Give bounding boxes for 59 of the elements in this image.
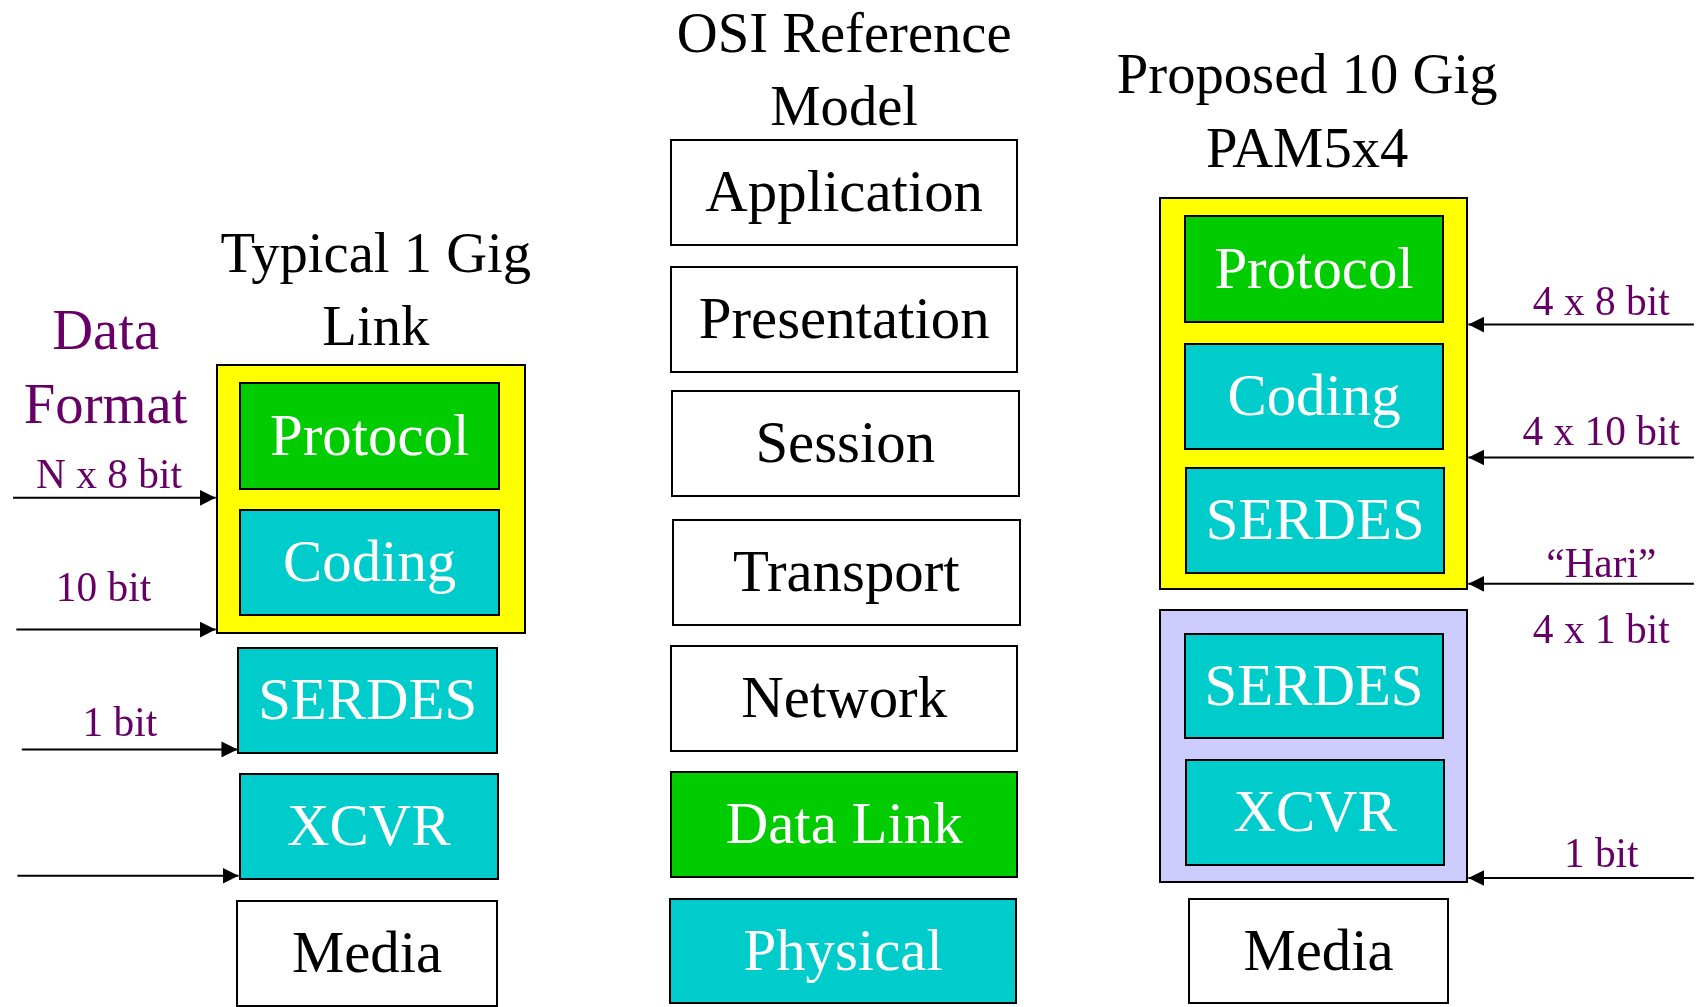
layer-box: [1183, 342, 1445, 450]
layer-box: [1184, 759, 1446, 866]
layer-box: [1184, 467, 1446, 574]
layer-label: Coding: [1227, 366, 1401, 426]
layer-box: [1183, 215, 1445, 324]
layer-label: Session: [755, 413, 936, 473]
edge-label: 1 bit: [1563, 829, 1639, 879]
layer-label: XCVR: [1233, 783, 1397, 842]
arrow: [15, 621, 217, 638]
arrow: [1467, 869, 1695, 886]
layer-box: [669, 771, 1019, 878]
layer-label: Media: [291, 923, 443, 983]
arrow: [12, 489, 217, 506]
edge-label: “Hari”: [1546, 539, 1657, 589]
layer-label: SERDES: [1205, 491, 1425, 550]
arrow: [16, 867, 240, 884]
arrow: [1467, 316, 1695, 333]
edge-label: N x 8 bit: [35, 450, 182, 499]
layer-box: [239, 508, 500, 617]
group-panel: [1159, 197, 1469, 591]
column-heading: OSI Reference Model: [675, 1, 1013, 140]
layer-label: Network: [741, 668, 948, 728]
edge-label: 4 x 10 bit: [1522, 407, 1680, 457]
edge-label: 10 bit: [55, 563, 152, 613]
layer-label: SERDES: [1204, 656, 1424, 716]
edge-label: 1 bit: [82, 698, 158, 748]
layer-box: [1183, 632, 1445, 740]
layer-label: Coding: [283, 533, 457, 592]
bit-width-label: 4 x 1 bit: [1531, 604, 1671, 654]
layer-label: Presentation: [698, 289, 990, 349]
side-heading: Data Format: [22, 298, 189, 438]
arrow: [1467, 575, 1695, 592]
layer-box: [672, 518, 1021, 627]
layer-box: [239, 382, 500, 490]
layer-label: Media: [1243, 921, 1394, 981]
edge-label: 4 x 8 bit: [1532, 276, 1670, 326]
layer-label: Physical: [743, 921, 943, 981]
layer-box: [669, 139, 1019, 247]
arrow: [20, 741, 239, 758]
layer-box: [671, 389, 1020, 497]
layer-label: SERDES: [258, 671, 478, 730]
column-heading: Typical 1 Gig Link: [219, 221, 533, 360]
layer-box: [236, 899, 498, 1007]
column-heading: Proposed 10 Gig PAM5x4: [1115, 42, 1499, 182]
group-panel: [215, 363, 527, 634]
layer-label: Protocol: [1214, 240, 1414, 299]
arrow: [1467, 449, 1695, 466]
layer-box: [668, 897, 1018, 1005]
group-panel: [1159, 608, 1469, 884]
layer-box: [237, 647, 498, 754]
layer-box: [1188, 897, 1449, 1005]
layer-label: Data Link: [725, 795, 963, 854]
layer-label: Application: [705, 163, 983, 223]
layer-box: [238, 773, 499, 881]
layer-label: Transport: [733, 543, 960, 602]
layer-box: [669, 644, 1019, 752]
layer-label: XCVR: [287, 797, 451, 857]
layer-label: Protocol: [269, 406, 470, 466]
layer-box: [669, 265, 1019, 373]
